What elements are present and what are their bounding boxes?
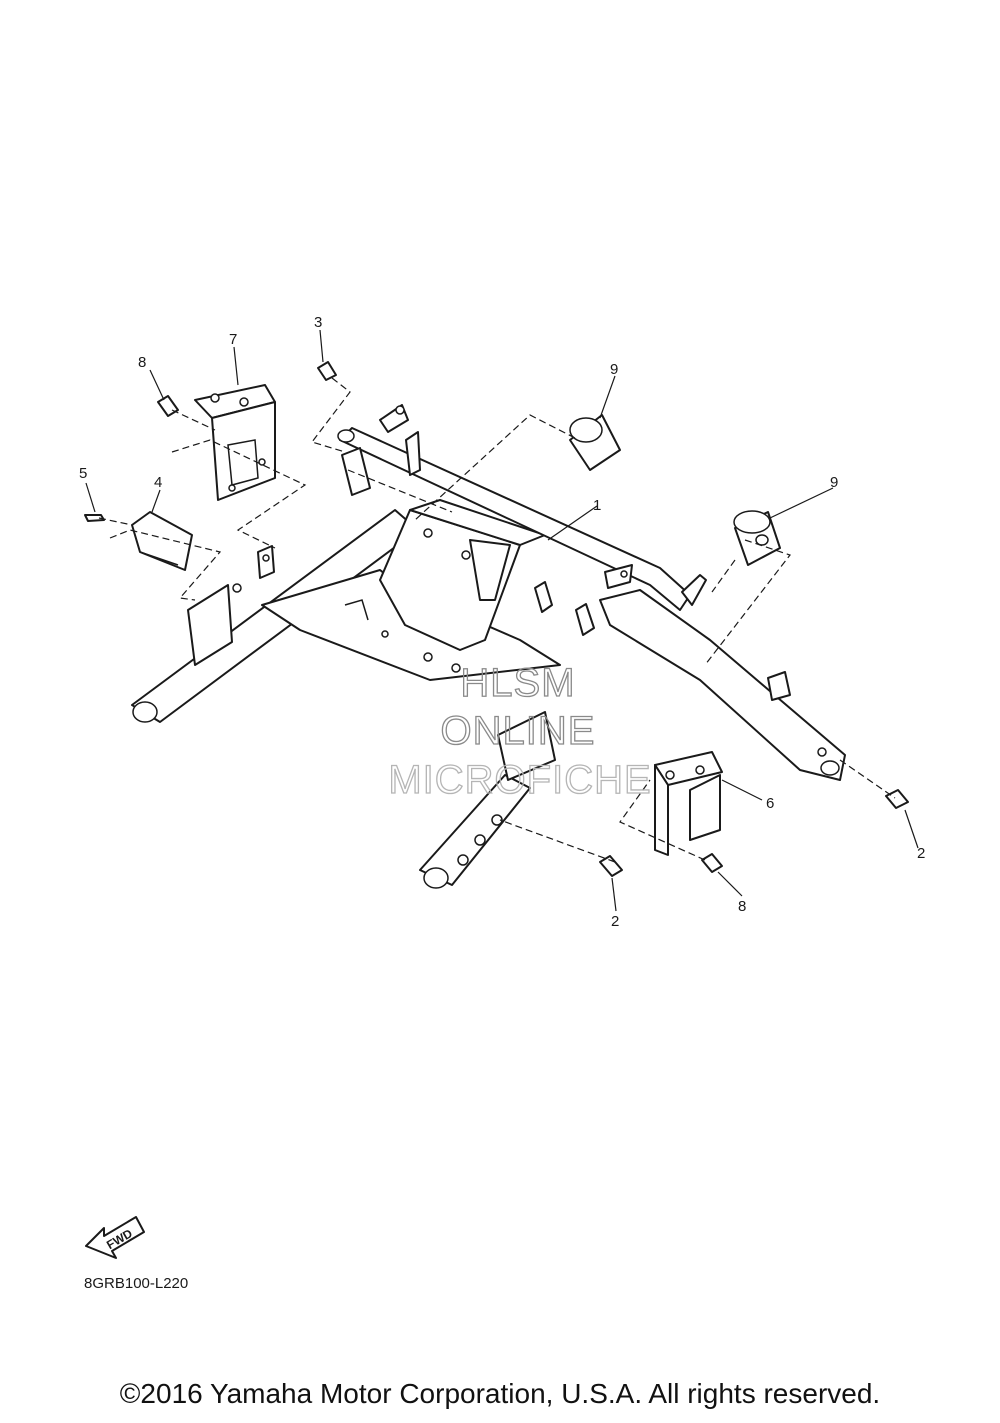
callout-2-right: 2 (917, 845, 925, 862)
callout-3: 3 (314, 314, 322, 331)
watermark-line-2: ONLINE (441, 709, 596, 753)
watermark-line-1: HLSM (460, 661, 575, 705)
callout-7: 7 (229, 331, 237, 348)
bolt-2-right (885, 789, 909, 809)
callout-1: 1 (593, 497, 601, 514)
callout-9-center: 9 (610, 361, 618, 378)
assembly-lines (98, 377, 896, 863)
watermark: HLSM ONLINE MICROFICHE (388, 660, 652, 802)
callout-4: 4 (154, 474, 162, 491)
watermark-line-3: MICROFICHE (388, 758, 651, 802)
bolt-8-top (157, 395, 179, 417)
callouts: 1 2 2 3 4 5 6 7 8 8 9 9 (79, 314, 925, 930)
bolt-2-bottom (599, 855, 623, 877)
diagram-code: 8GRB100-L220 (84, 1275, 188, 1292)
leader-lines (85, 329, 919, 912)
callout-6: 6 (766, 795, 774, 812)
grommet-9-center (569, 414, 621, 471)
clip-4 (131, 511, 193, 571)
copyright-notice: ©2016 Yamaha Motor Corporation, U.S.A. A… (119, 1378, 881, 1409)
bolt-3 (317, 361, 337, 381)
fwd-arrow-icon: FWD (85, 1216, 145, 1259)
callout-5: 5 (79, 465, 87, 482)
callout-8-top: 8 (138, 354, 146, 371)
main-frame (131, 404, 846, 889)
bracket-7 (194, 384, 276, 501)
callout-9-right: 9 (830, 474, 838, 491)
bracket-6 (654, 751, 723, 856)
pin-5 (84, 514, 105, 522)
callout-8-bottom: 8 (738, 898, 746, 915)
grommet-9-right (733, 510, 781, 566)
callout-2-bottom: 2 (611, 913, 619, 930)
bolt-8-bottom (701, 853, 723, 873)
